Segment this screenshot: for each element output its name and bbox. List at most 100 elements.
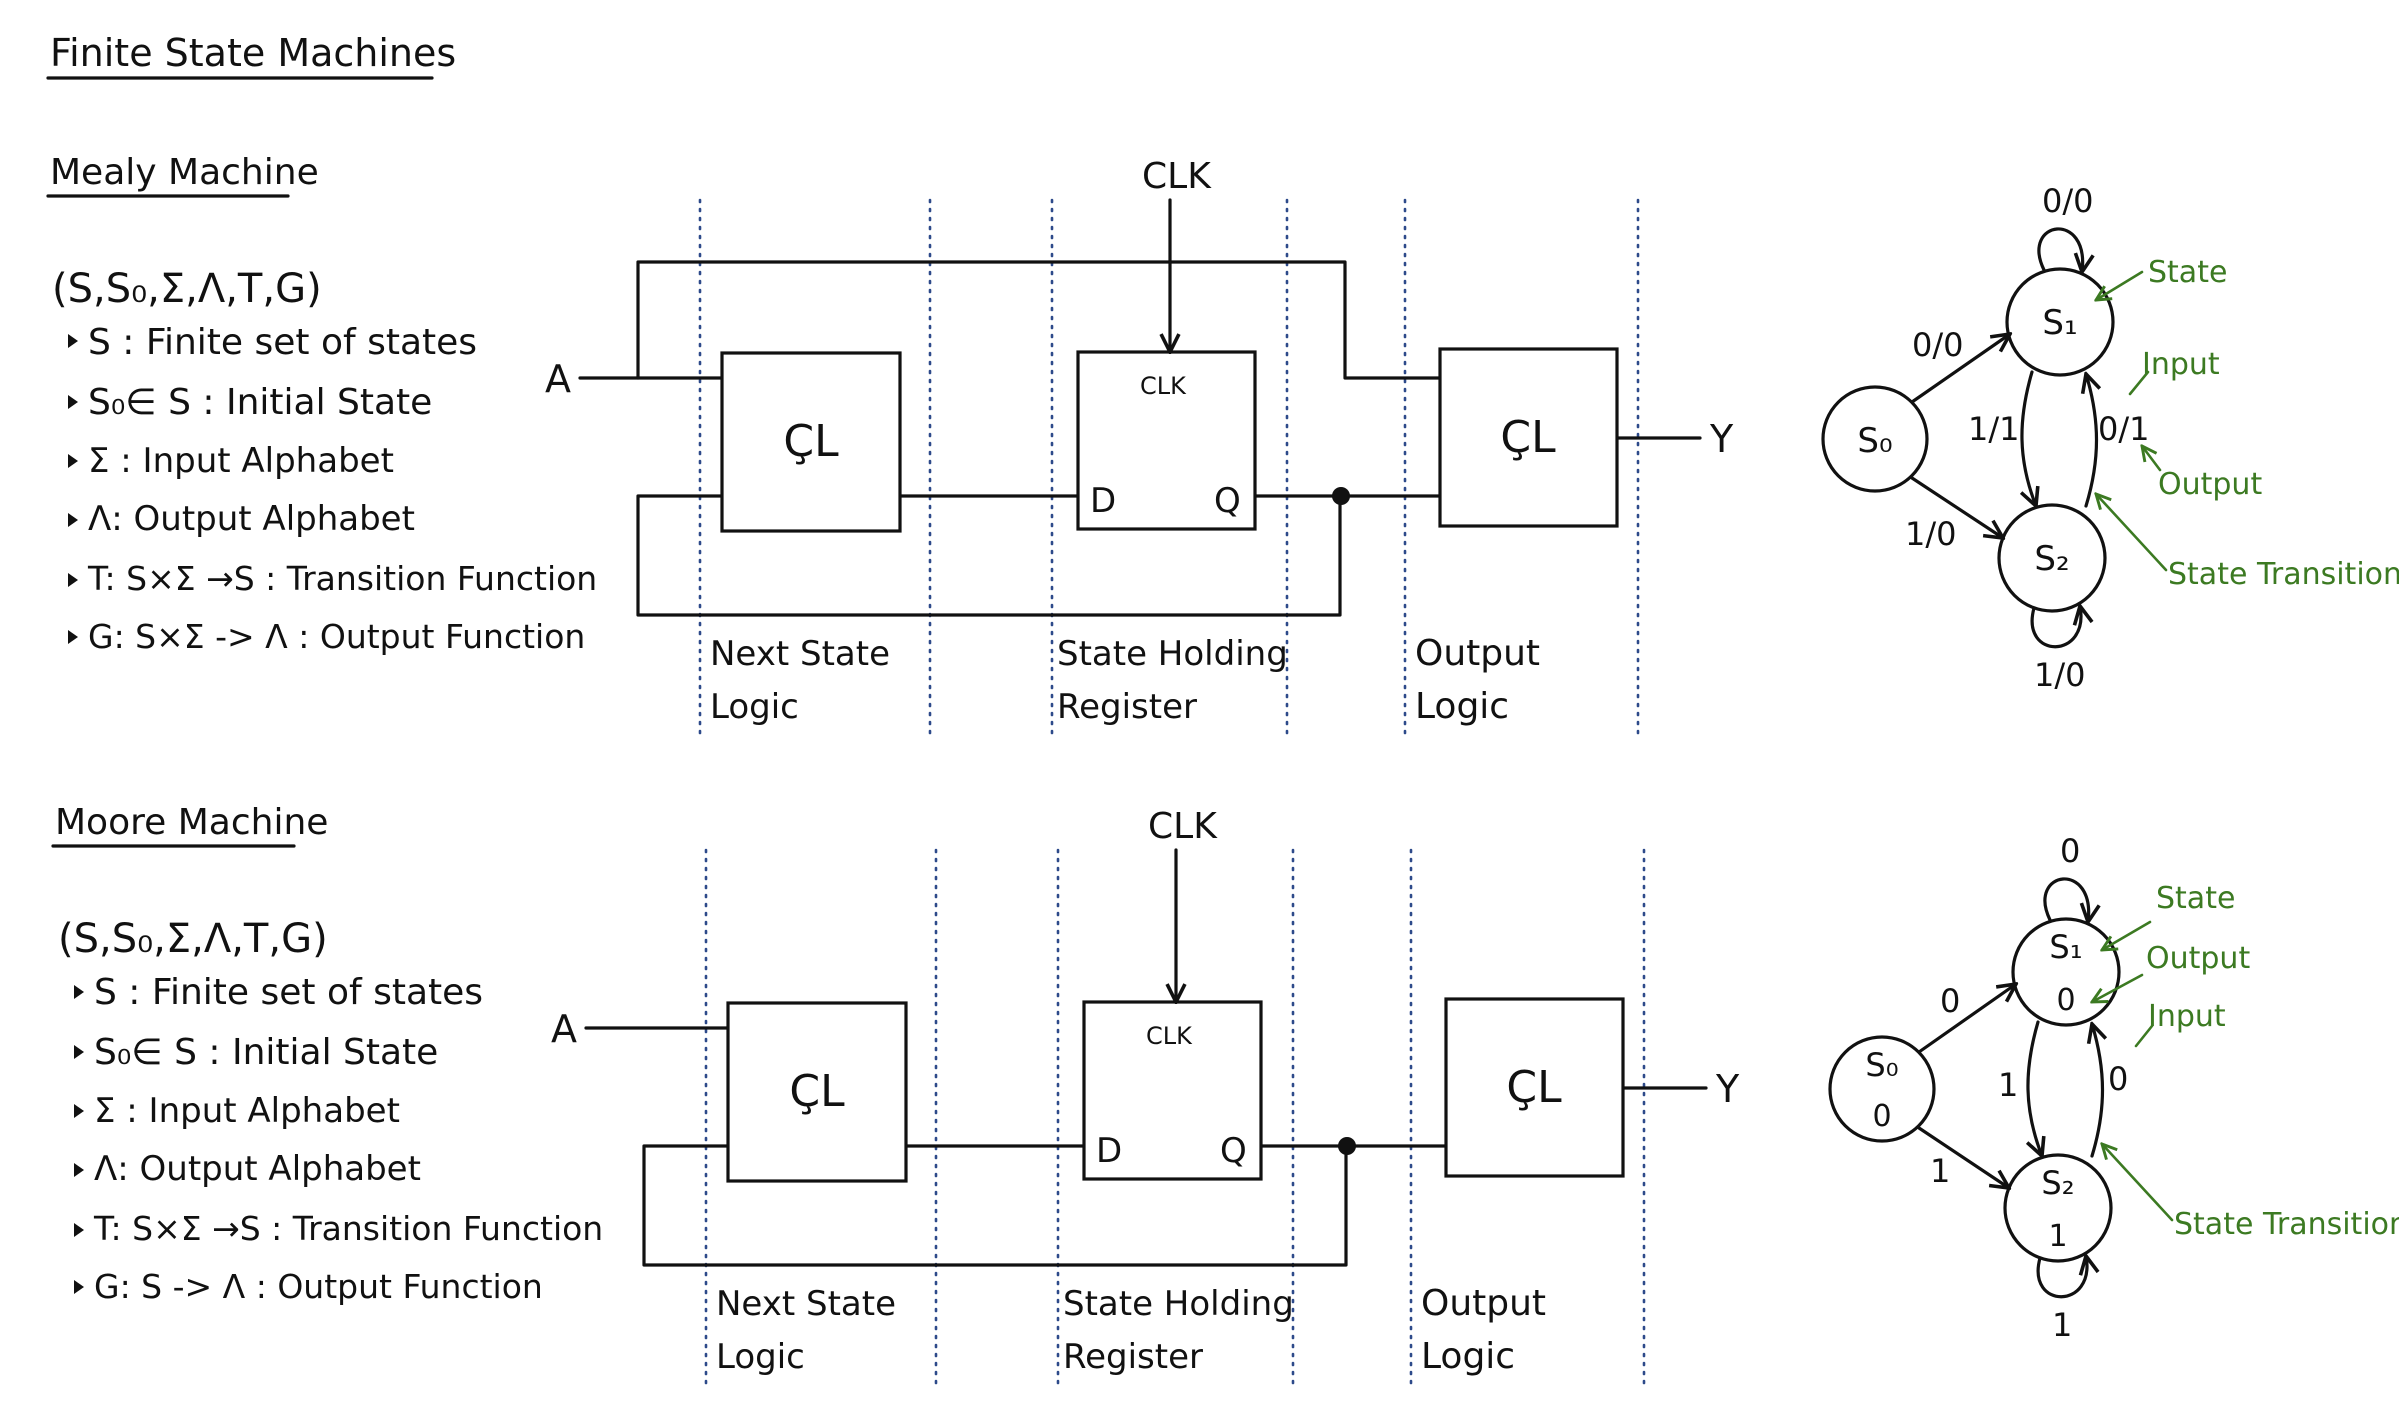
d-pin-label: D <box>1090 481 1116 521</box>
annotation-arrow <box>2102 920 2152 950</box>
region-label: Register <box>1063 1337 1203 1377</box>
self-loop-s1 <box>2043 877 2089 922</box>
transition-s0-s2 <box>1910 476 2003 538</box>
moore-item: G: S -> Λ : Output Function <box>94 1267 543 1306</box>
moore-item: S : Finite set of states <box>94 972 483 1013</box>
self-loop-s2 <box>2036 1256 2087 1299</box>
transition-label: 0 <box>2108 1060 2128 1098</box>
junction-dot <box>1332 487 1350 505</box>
moore-heading: Moore Machine <box>55 802 328 843</box>
bullet-icon <box>68 395 78 409</box>
state-s1-label: S₁ <box>2042 303 2077 343</box>
annotation-output: Output <box>2158 467 2262 502</box>
state-s1-label: S₁ <box>2049 928 2082 966</box>
mealy-item: G: S×Σ -> Λ : Output Function <box>88 617 585 656</box>
next-state-logic-block <box>726 1001 908 1183</box>
state-s2 <box>1997 503 2107 613</box>
annotation-arrow <box>2134 1024 2154 1048</box>
self-loop-s1 <box>2037 227 2083 272</box>
annotation-arrow <box>2092 973 2144 1002</box>
region-label: Register <box>1057 687 1197 727</box>
annotation-arrow <box>2102 1144 2174 1222</box>
state-feedback-wire <box>642 1144 1348 1267</box>
bullet-icon <box>68 513 78 527</box>
mealy-item: T: S×Σ →S : Transition Function <box>87 559 597 598</box>
bullet-icon <box>74 1045 84 1059</box>
d-pin-label: D <box>1096 1131 1122 1171</box>
mealy-tuple: (S,S₀,Σ,Λ,T,G) <box>52 266 322 312</box>
mealy-heading: Mealy Machine <box>50 152 319 193</box>
transition-label: 1/0 <box>1905 515 1957 553</box>
mealy-circuit: A Y ÇL CLK D Q ÇL CLK Next State Logic S… <box>545 156 1734 742</box>
bullet-icon <box>68 630 78 644</box>
annotation-input: Input <box>2142 347 2220 382</box>
region-label: Logic <box>1415 686 1509 727</box>
q-pin-label: Q <box>1220 1131 1247 1171</box>
transition-label: 1/0 <box>2034 656 2086 694</box>
page-title: Finite State Machines <box>50 31 456 75</box>
annotation-arrow <box>2128 370 2150 396</box>
combinational-logic-symbol: ÇL <box>783 416 839 467</box>
state-s2-label: S₂ <box>2034 539 2069 579</box>
bullet-icon <box>74 985 84 999</box>
combinational-logic-symbol: ÇL <box>1500 412 1556 463</box>
register-block <box>1076 350 1257 531</box>
annotation-state-transition: State Transition <box>2174 1207 2399 1242</box>
state-s0-label: S₀ <box>1857 421 1892 461</box>
output-label: Y <box>1709 417 1734 461</box>
bullet-icon <box>68 454 78 468</box>
moore-item: Σ : Input Alphabet <box>94 1091 400 1131</box>
state-s2-label: S₂ <box>2041 1164 2074 1202</box>
mealy-section: Mealy Machine (S,S₀,Σ,Λ,T,G) S : Finite … <box>46 152 2399 742</box>
transition-label: 1 <box>1930 1152 1950 1190</box>
transition-label: 1 <box>2052 1306 2072 1344</box>
next-state-logic-block <box>720 351 902 533</box>
transition-s0-s1 <box>1917 984 2016 1054</box>
moore-section: Moore Machine (S,S₀,Σ,Λ,T,G) S : Finite … <box>51 802 2399 1392</box>
region-label: Next State <box>710 634 890 674</box>
state-s0 <box>1828 1035 1936 1143</box>
mealy-item: Λ: Output Alphabet <box>88 499 415 539</box>
bullet-icon <box>74 1163 84 1177</box>
clk-pin-label: CLK <box>1140 372 1187 400</box>
transition-s2-s1 <box>2086 374 2097 508</box>
clk-label: CLK <box>1142 156 1212 197</box>
state-s0-label: S₀ <box>1865 1046 1898 1084</box>
input-feedforward-wire <box>636 260 1442 380</box>
state-s1 <box>2005 267 2115 377</box>
transition-label: 0/1 <box>2098 410 2150 448</box>
state-s2-output: 1 <box>2048 1219 2067 1254</box>
annotation-arrow <box>2096 494 2168 572</box>
annotation-arrow <box>2096 270 2144 300</box>
mealy-state-diagram: S₀ S₁ S₂ 0/0 0/0 1/0 1/1 0/1 1/0 State I… <box>1821 182 2399 694</box>
state-s1-output: 0 <box>2056 983 2075 1018</box>
output-logic-block <box>1444 997 1625 1178</box>
output-logic-block <box>1438 347 1619 528</box>
bullet-icon <box>68 573 78 587</box>
annotation-arrow <box>2142 446 2162 472</box>
junction-dot <box>1338 1137 1356 1155</box>
moore-circuit: A Y ÇL CLK D Q ÇL CLK Next State Logic S… <box>551 806 1740 1392</box>
annotation-input: Input <box>2148 999 2226 1034</box>
mealy-item: Σ : Input Alphabet <box>88 441 394 481</box>
moore-item: S₀∈ S : Initial State <box>94 1032 438 1073</box>
transition-label: 1/1 <box>1968 410 2020 448</box>
output-label: Y <box>1715 1067 1740 1111</box>
moore-definition-list: S : Finite set of states S₀∈ S : Initial… <box>74 972 603 1306</box>
transition-s1-s2 <box>2028 1020 2042 1156</box>
bullet-icon <box>68 334 78 348</box>
annotation-state: State <box>2148 255 2227 290</box>
state-s0-output: 0 <box>1872 1099 1891 1134</box>
moore-tuple: (S,S₀,Σ,Λ,T,G) <box>58 916 328 962</box>
region-label: Output <box>1415 633 1540 674</box>
state-feedback-wire <box>636 494 1342 617</box>
moore-item: Λ: Output Alphabet <box>94 1149 421 1189</box>
region-label: Output <box>1421 1283 1546 1324</box>
mealy-item: S : Finite set of states <box>88 322 477 363</box>
state-s0 <box>1821 385 1929 493</box>
transition-s0-s1 <box>1910 334 2010 404</box>
state-s2 <box>2003 1153 2113 1263</box>
region-label: Logic <box>716 1337 805 1377</box>
transition-s2-s1 <box>2092 1024 2103 1158</box>
transition-label: 0 <box>2060 832 2080 870</box>
